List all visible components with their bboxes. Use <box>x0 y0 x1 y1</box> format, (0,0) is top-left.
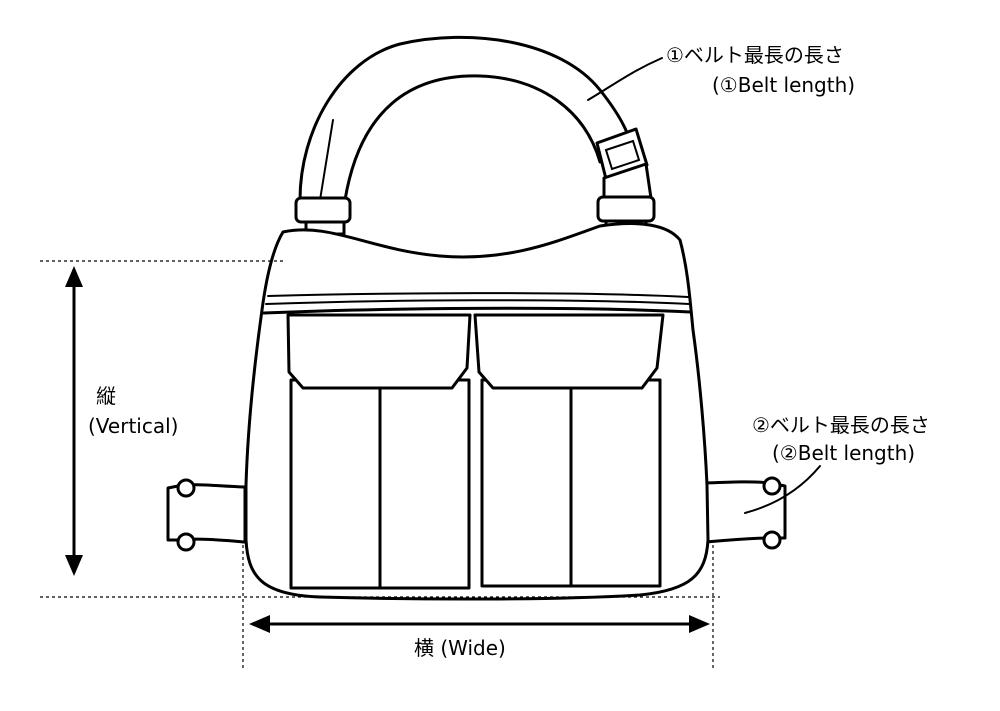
belt2-label-jp: ②ベルト最長の長さ <box>752 413 930 437</box>
strap-loop-right <box>596 195 656 223</box>
pocket-flap-right <box>473 313 665 390</box>
belt1-label-en: (①Belt length) <box>712 73 856 97</box>
leader-line-belt1 <box>587 57 663 101</box>
wide-label: 横 (Wide) <box>414 636 506 660</box>
horizontal-arrow-head-right <box>689 615 710 633</box>
side-rivet-top-left <box>176 478 196 498</box>
side-rivet-bottom-right <box>762 530 782 550</box>
vertical-label-en: (Vertical) <box>88 414 179 438</box>
strap-stitch <box>319 119 334 201</box>
zipper-line-top <box>267 292 689 298</box>
vertical-arrow-head-top <box>65 266 83 287</box>
side-rivet-bottom-left <box>176 532 196 552</box>
zipper-line-bottom <box>262 306 692 315</box>
side-rivet-top-right <box>762 476 782 496</box>
horizontal-arrow-head-left <box>249 615 270 633</box>
leader-line-belt2 <box>744 465 821 514</box>
vertical-arrow-head-bottom <box>65 555 83 576</box>
belt2-label-en: (②Belt length) <box>772 441 916 465</box>
buckle-inner <box>604 139 641 171</box>
side-strap-left <box>166 483 247 544</box>
pocket-flap-left <box>286 313 472 390</box>
zipper-line-middle <box>265 299 690 305</box>
shoulder-strap <box>298 35 634 202</box>
vertical-label-jp: 縦 <box>96 384 116 408</box>
belt1-label-jp: ①ベルト最長の長さ <box>666 43 844 67</box>
strap-loop-left <box>294 196 352 224</box>
